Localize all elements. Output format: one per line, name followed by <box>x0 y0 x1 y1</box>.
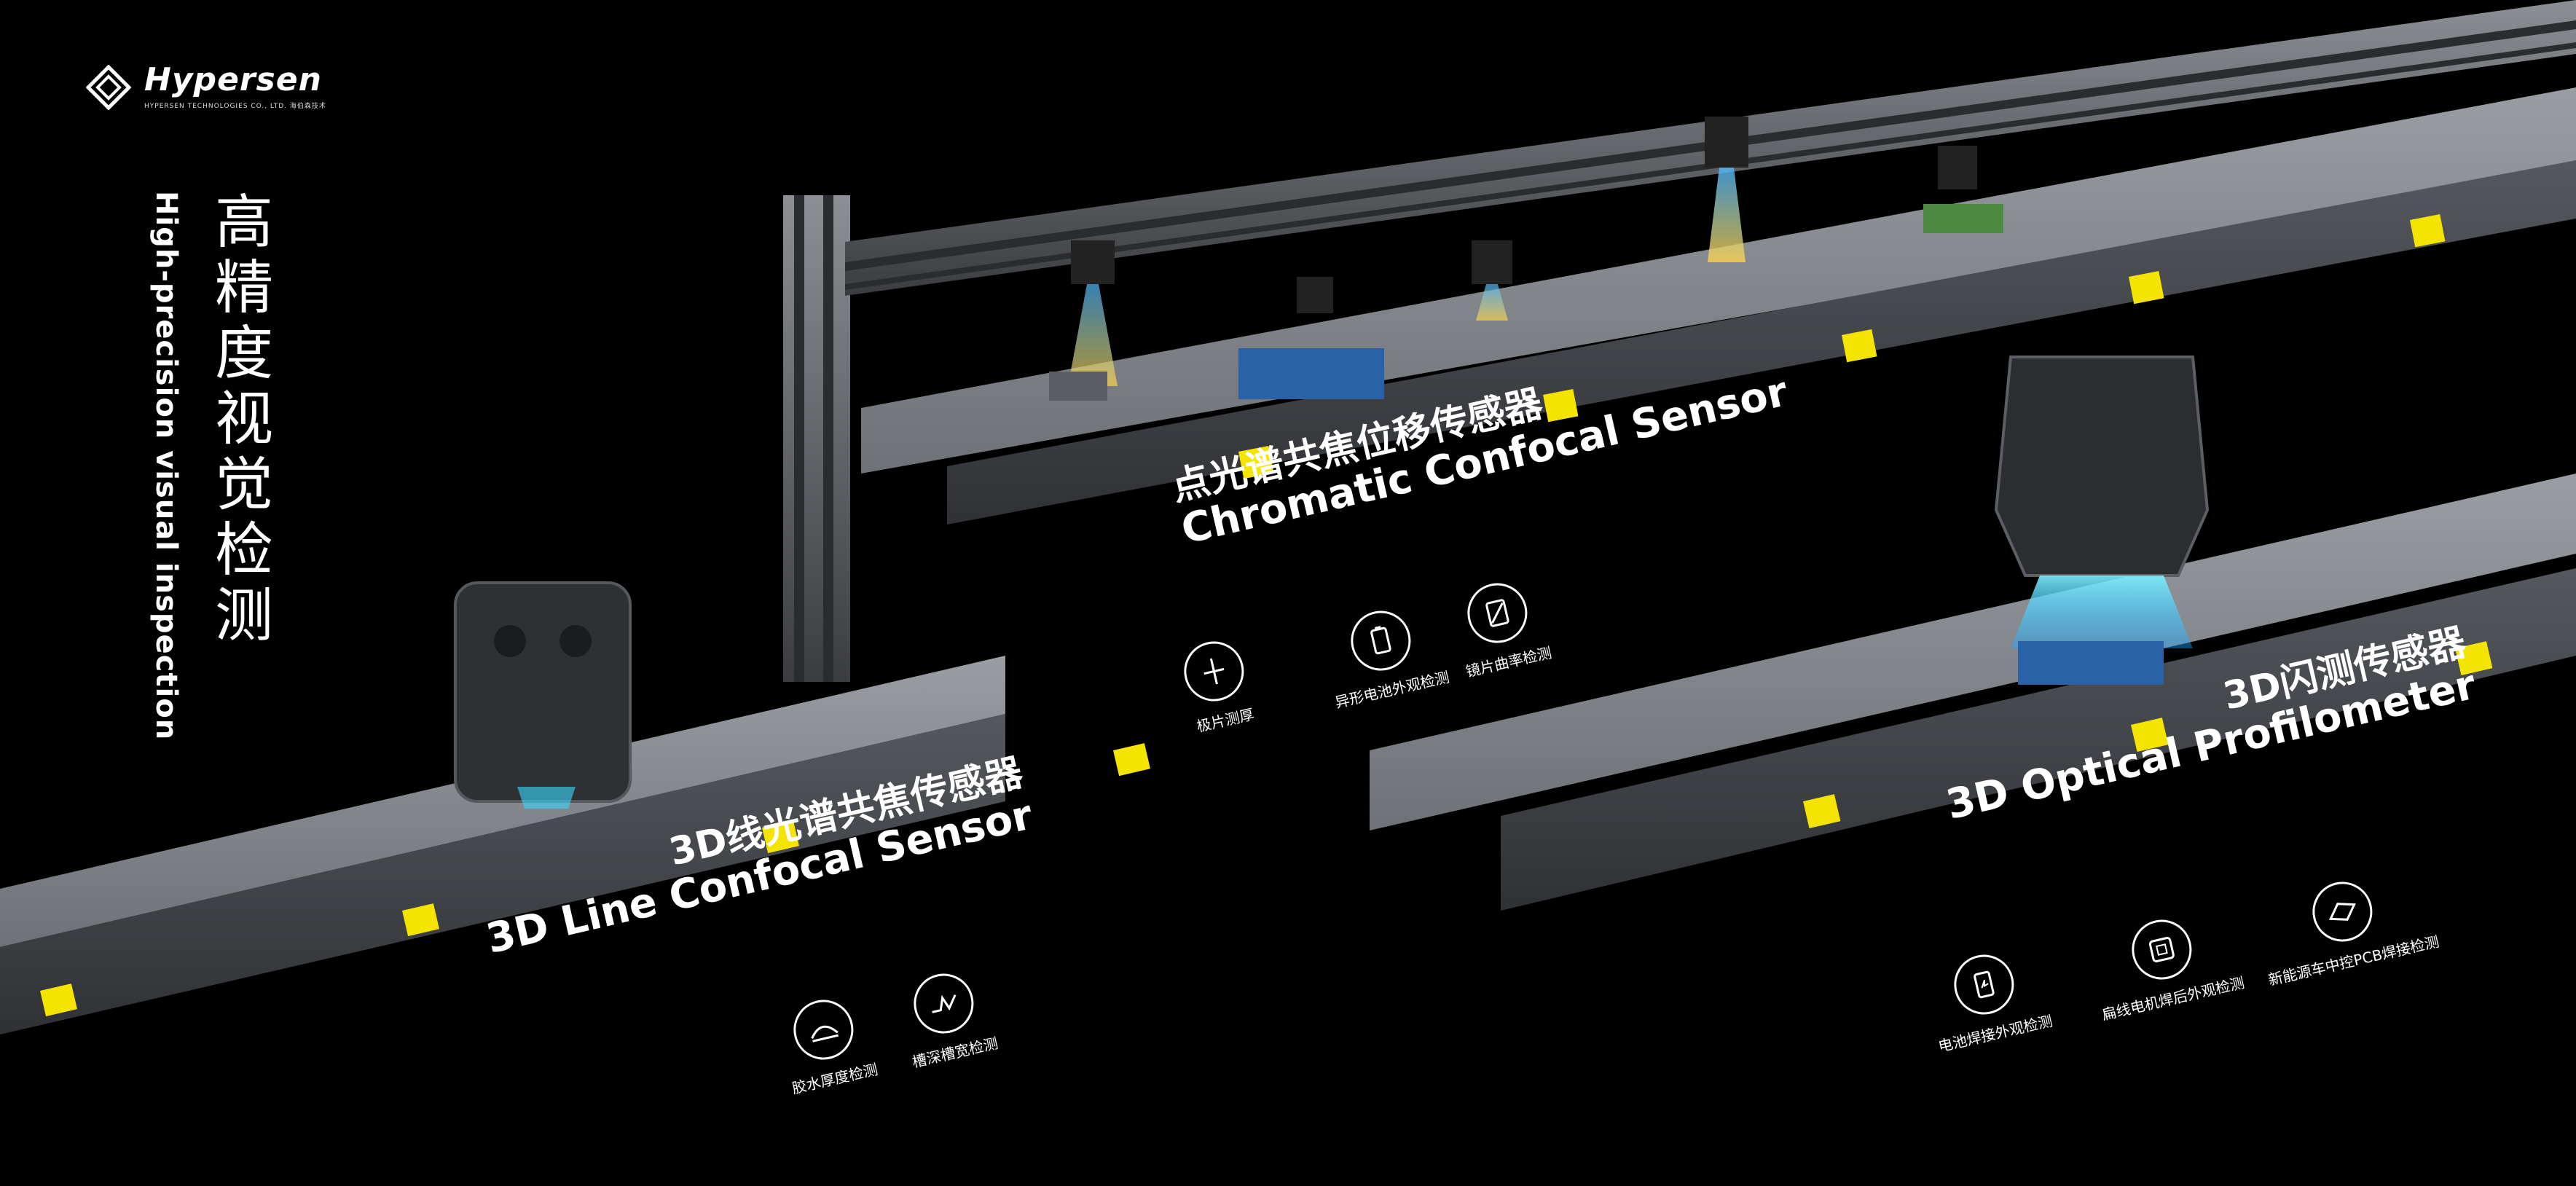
feature-pole-thickness: 极片测厚 <box>1178 635 1257 736</box>
brand-name: Hypersen <box>144 61 322 98</box>
feature-motor-weld: 扁线电机焊后外观检测 <box>2084 904 2247 1024</box>
right-conveyor <box>1370 474 2576 911</box>
feature-pcb-weld: 新能源车中控PCB焊接检测 <box>2250 863 2440 990</box>
feature-battery-weld: 电池焊接外观检测 <box>1920 943 2054 1056</box>
battery-weld-icon <box>1948 949 2020 1021</box>
feature-lens-curvature: 镜片曲率检测 <box>1448 574 1554 681</box>
point-sensors <box>1049 117 2003 401</box>
feature-glue-thickness: 胶水厚度检测 <box>774 991 880 1098</box>
battery-icon <box>1345 605 1417 677</box>
motor-weld-icon <box>2126 914 2198 986</box>
pcb-weld-icon <box>2306 876 2379 948</box>
headline-en: High-precision visual inspection <box>149 191 183 741</box>
feature-battery: 异形电池外观检测 <box>1317 599 1451 712</box>
hypersen-logo-icon <box>86 64 131 110</box>
profilometer-head <box>1994 356 2210 685</box>
brand-logo: Hypersen HYPERSEN TECHNOLOGIES CO., LTD.… <box>86 64 326 110</box>
groove-depth-icon <box>908 967 980 1040</box>
brand-sub: HYPERSEN TECHNOLOGIES CO., LTD. 海伯森技术 <box>144 103 326 110</box>
feature-groove-depth: 槽深槽宽检测 <box>895 965 1000 1072</box>
line-confocal-sensor <box>454 581 632 809</box>
pole-thickness-icon <box>1178 635 1250 707</box>
headline-cn: 高精度视觉检测 <box>205 191 273 650</box>
glue-thickness-icon <box>788 994 860 1066</box>
gantry-post <box>783 195 850 682</box>
lens-curvature-icon <box>1461 577 1534 649</box>
